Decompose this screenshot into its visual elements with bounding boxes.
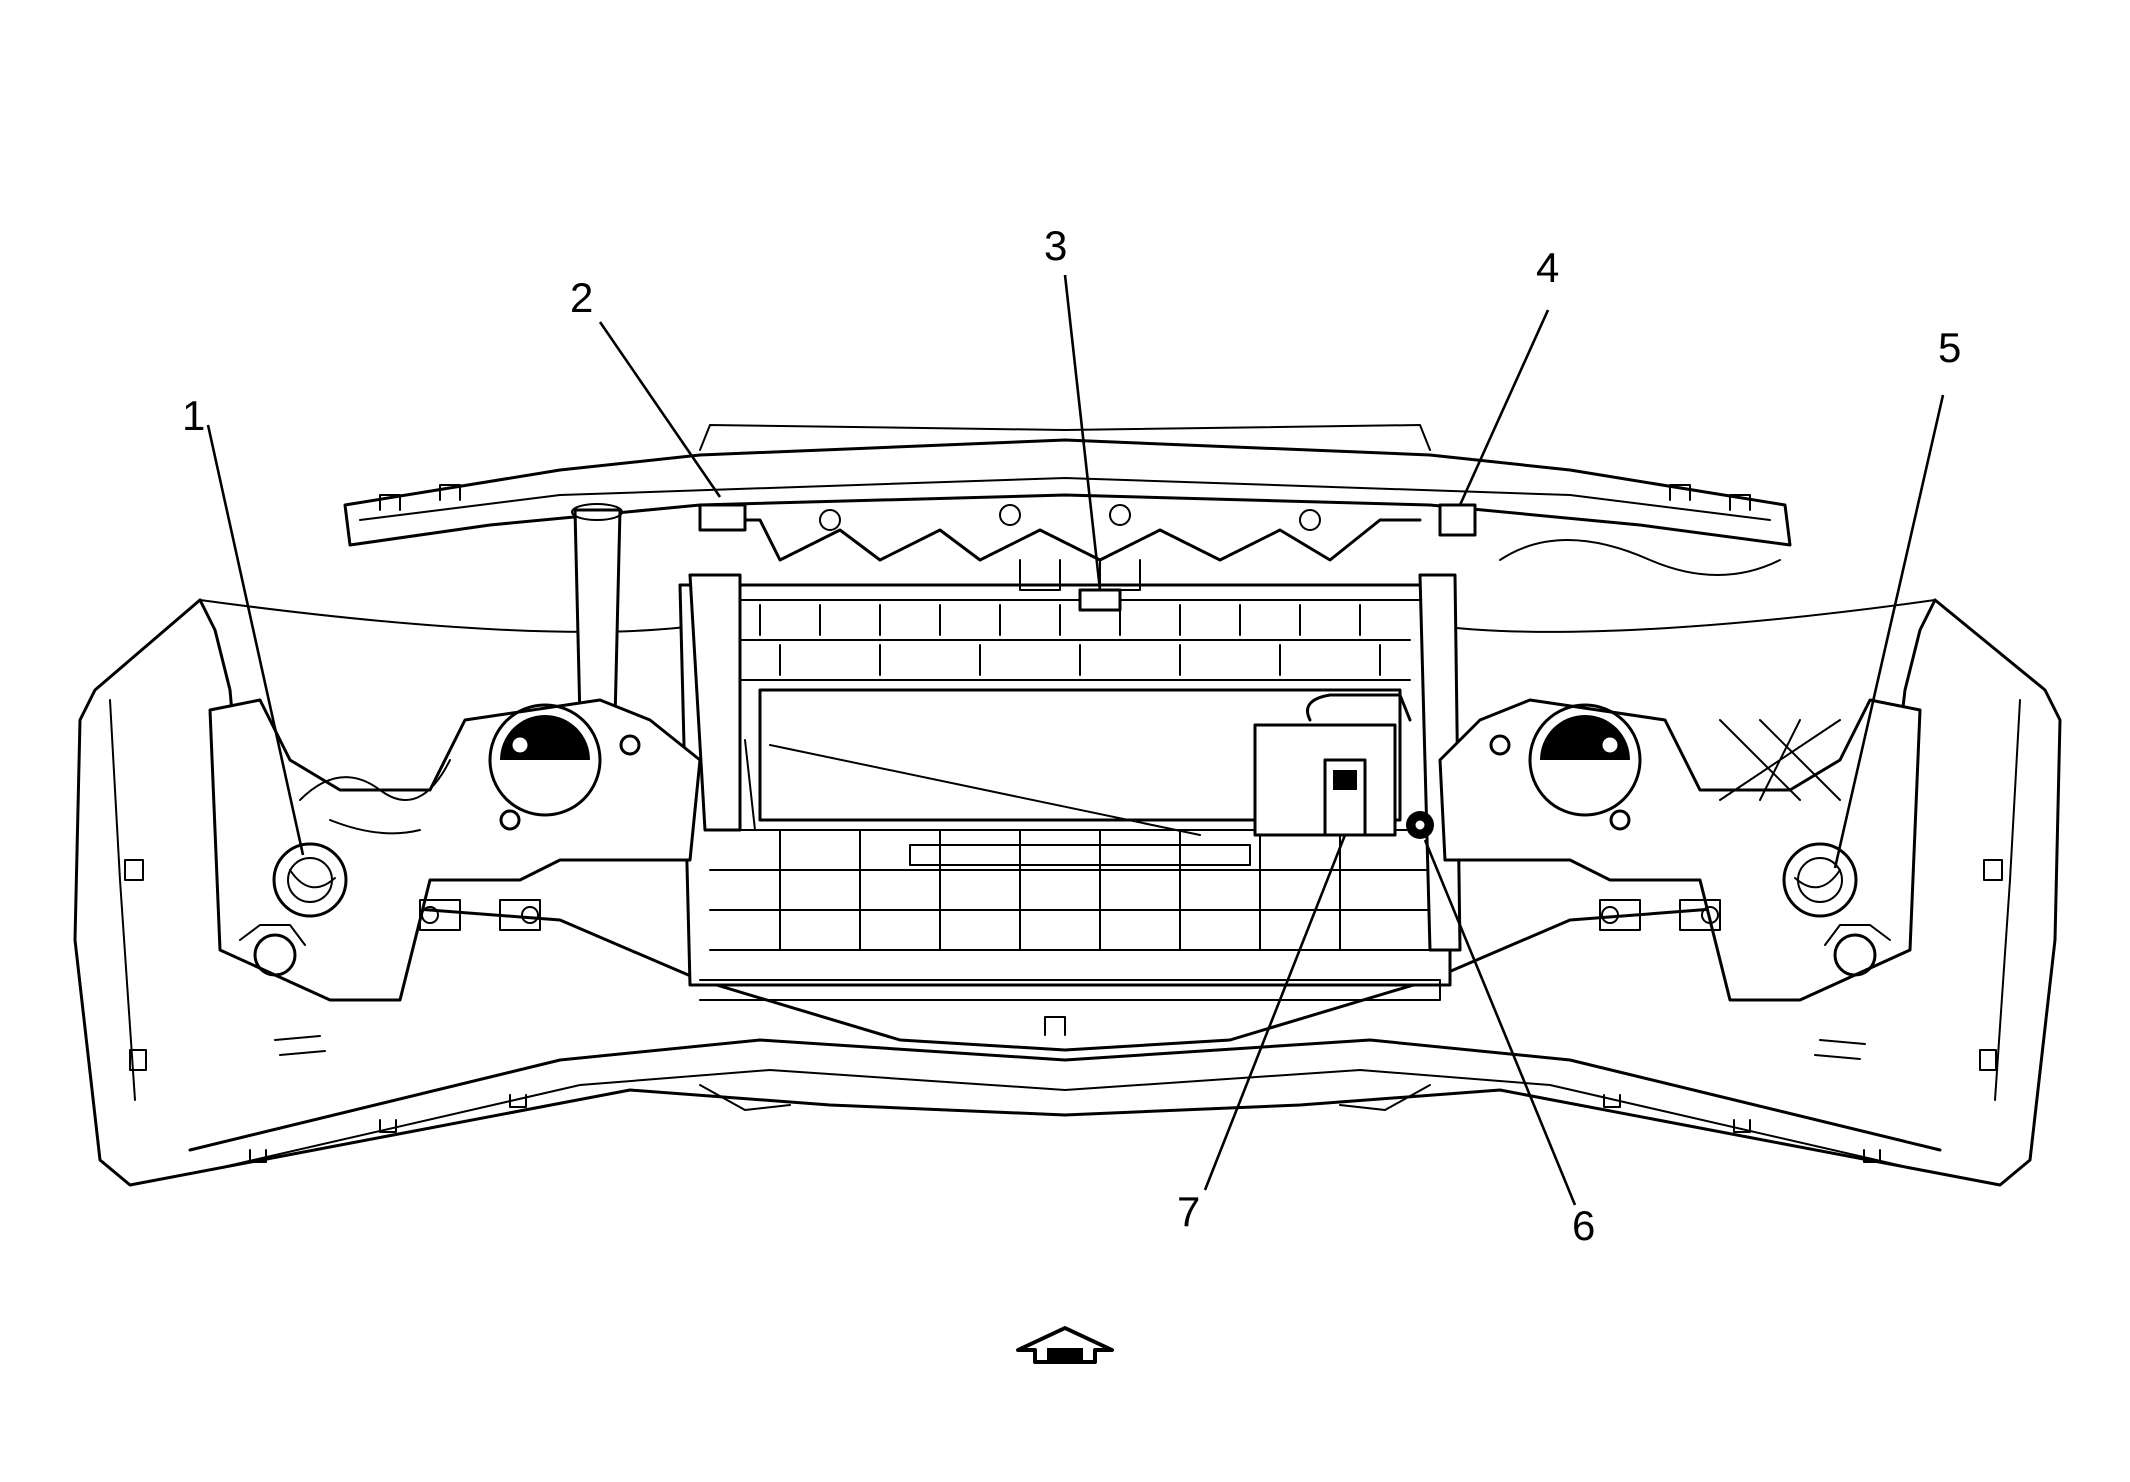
callout-6: 6 [1572, 1202, 1595, 1249]
leader-line-5 [1833, 394, 1945, 869]
leader-line-4 [1458, 309, 1550, 506]
callout-labels: 1 2 3 4 5 6 7 [182, 222, 1961, 1249]
callout-3: 3 [1044, 222, 1067, 269]
front-bumper-fascia [73, 598, 2062, 1187]
washer-module [1253, 693, 1434, 839]
arrow-up-icon [1016, 1326, 1114, 1364]
right-side-assembly [1438, 539, 1922, 1002]
callout-4: 4 [1536, 244, 1559, 291]
callout-7: 7 [1177, 1188, 1200, 1235]
leader-line-2 [598, 321, 722, 498]
upper-brackets [698, 503, 1477, 612]
leader-lines [206, 274, 1945, 1206]
callout-1: 1 [182, 392, 205, 439]
callout-5: 5 [1938, 324, 1961, 371]
left-side-assembly [208, 698, 702, 1002]
leader-line-6 [1423, 839, 1577, 1206]
callout-2: 2 [570, 274, 593, 321]
leader-line-3 [1063, 274, 1102, 591]
leader-line-1 [206, 424, 305, 856]
leader-line-7 [1203, 834, 1347, 1191]
